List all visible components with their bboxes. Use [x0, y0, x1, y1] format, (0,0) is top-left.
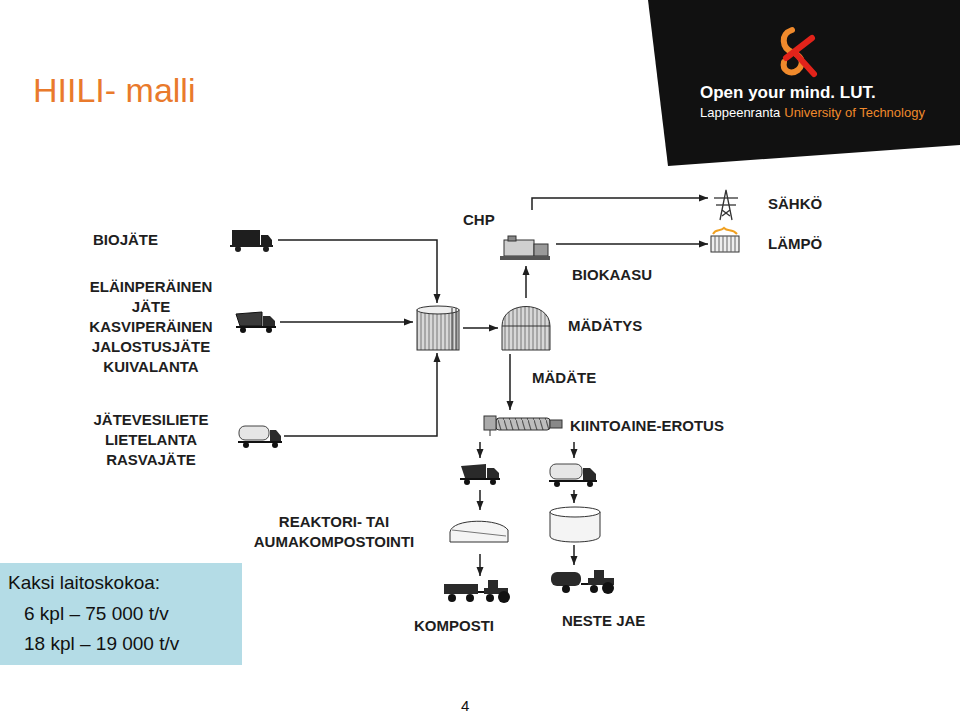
flow-arrow	[479, 554, 481, 576]
flow-node: ELÄINPERÄINEN JÄTEKASVIPERÄINEN JALOSTUS…	[76, 275, 280, 381]
logo-mark	[784, 30, 814, 74]
screw-separator-icon	[484, 416, 562, 436]
dump-truck-icon	[460, 464, 500, 485]
flow-node: JÄTEVESILIETELIETELANTARASVAJÄTE	[76, 408, 284, 474]
flow-arrow	[479, 442, 481, 458]
edge-label: MÄDÄTE	[530, 369, 598, 387]
text-label: 6 kpl – 75 000 t/v	[24, 602, 169, 625]
node-label: KIINTOAINE-EROTUS	[570, 416, 724, 436]
flow-arrow	[479, 490, 481, 510]
flow-node: KOMPOSTI	[408, 576, 518, 638]
tractor-tanker-icon	[551, 570, 614, 594]
storage-tank-icon	[417, 306, 459, 350]
flow-arrow	[573, 490, 575, 503]
flow-node: CHP	[460, 210, 556, 266]
digester-icon	[502, 307, 550, 351]
node-label: BIOJÄTE	[93, 230, 158, 250]
tanker-icon	[238, 426, 282, 448]
node-label: JÄTEVESILIETE	[76, 410, 226, 430]
flow-node	[544, 503, 604, 545]
text-label: 4	[461, 696, 469, 713]
flow-node: MÄDÄTYS	[498, 298, 662, 354]
flow-arrow	[573, 442, 575, 458]
truck-icon	[230, 230, 273, 252]
logo-panel	[648, 0, 960, 166]
node-label: KOMPOSTI	[414, 616, 494, 636]
heat-radiator-icon	[711, 228, 739, 252]
text-label: University of Technology	[784, 104, 925, 121]
flow-node: KIINTOAINE-EROTUS	[470, 410, 752, 442]
flow-node	[546, 458, 602, 490]
flow-arrow	[532, 198, 708, 210]
flow-arrow	[280, 321, 413, 323]
flow-node: REAKTORI- TAI AUMAKOMPOSTOINTI	[238, 510, 516, 554]
flow-node: LÄMPÖ	[708, 228, 842, 256]
flow-node	[456, 458, 504, 490]
node-label: NESTE JAE	[562, 611, 645, 631]
node-label: CHP	[463, 210, 495, 230]
flow-arrow	[509, 354, 511, 410]
slide-title: HIILI- malli	[33, 70, 195, 110]
flow-node: SÄHKÖ	[708, 186, 842, 222]
flow-arrow	[525, 266, 527, 298]
node-label: REAKTORI- TAI AUMAKOMPOSTOINTI	[238, 512, 430, 552]
tractor-trailer-icon	[444, 580, 510, 603]
node-label: ELÄINPERÄINEN JÄTE	[76, 277, 226, 317]
tanker-icon	[549, 464, 597, 487]
flow-node	[413, 303, 463, 353]
flow-arrow	[573, 545, 575, 565]
node-label: SÄHKÖ	[768, 194, 822, 214]
flow-node: NESTE JAE	[544, 565, 668, 633]
flow-arrow	[284, 353, 437, 436]
node-label: RASVAJÄTE	[76, 450, 226, 470]
text-label: Lappeenranta	[700, 104, 780, 121]
text-label: Kaksi laitoskokoa:	[8, 571, 160, 594]
power-pylon-icon	[714, 190, 738, 220]
node-label: LÄMPÖ	[768, 234, 822, 254]
chp-engine-icon	[500, 236, 550, 260]
flow-node: BIOJÄTE	[88, 226, 278, 254]
flow-arrow	[556, 243, 708, 245]
storage-tank-icon	[550, 507, 600, 542]
text-label: 18 kpl – 19 000 t/v	[24, 632, 179, 655]
node-label: LIETELANTA	[76, 430, 226, 450]
flow-arrow	[278, 240, 437, 303]
dump-truck-icon	[236, 312, 276, 333]
node-label: KASVIPERÄINEN JALOSTUSJÄTE	[76, 317, 226, 357]
flow-arrow	[463, 327, 498, 329]
edge-label: BIOKAASU	[570, 266, 654, 284]
node-label: KUIVALANTA	[76, 357, 226, 377]
node-label: MÄDÄTYS	[568, 316, 642, 336]
compost-tunnel-icon	[450, 521, 508, 542]
text-label: Open your mind. LUT.	[700, 82, 876, 103]
